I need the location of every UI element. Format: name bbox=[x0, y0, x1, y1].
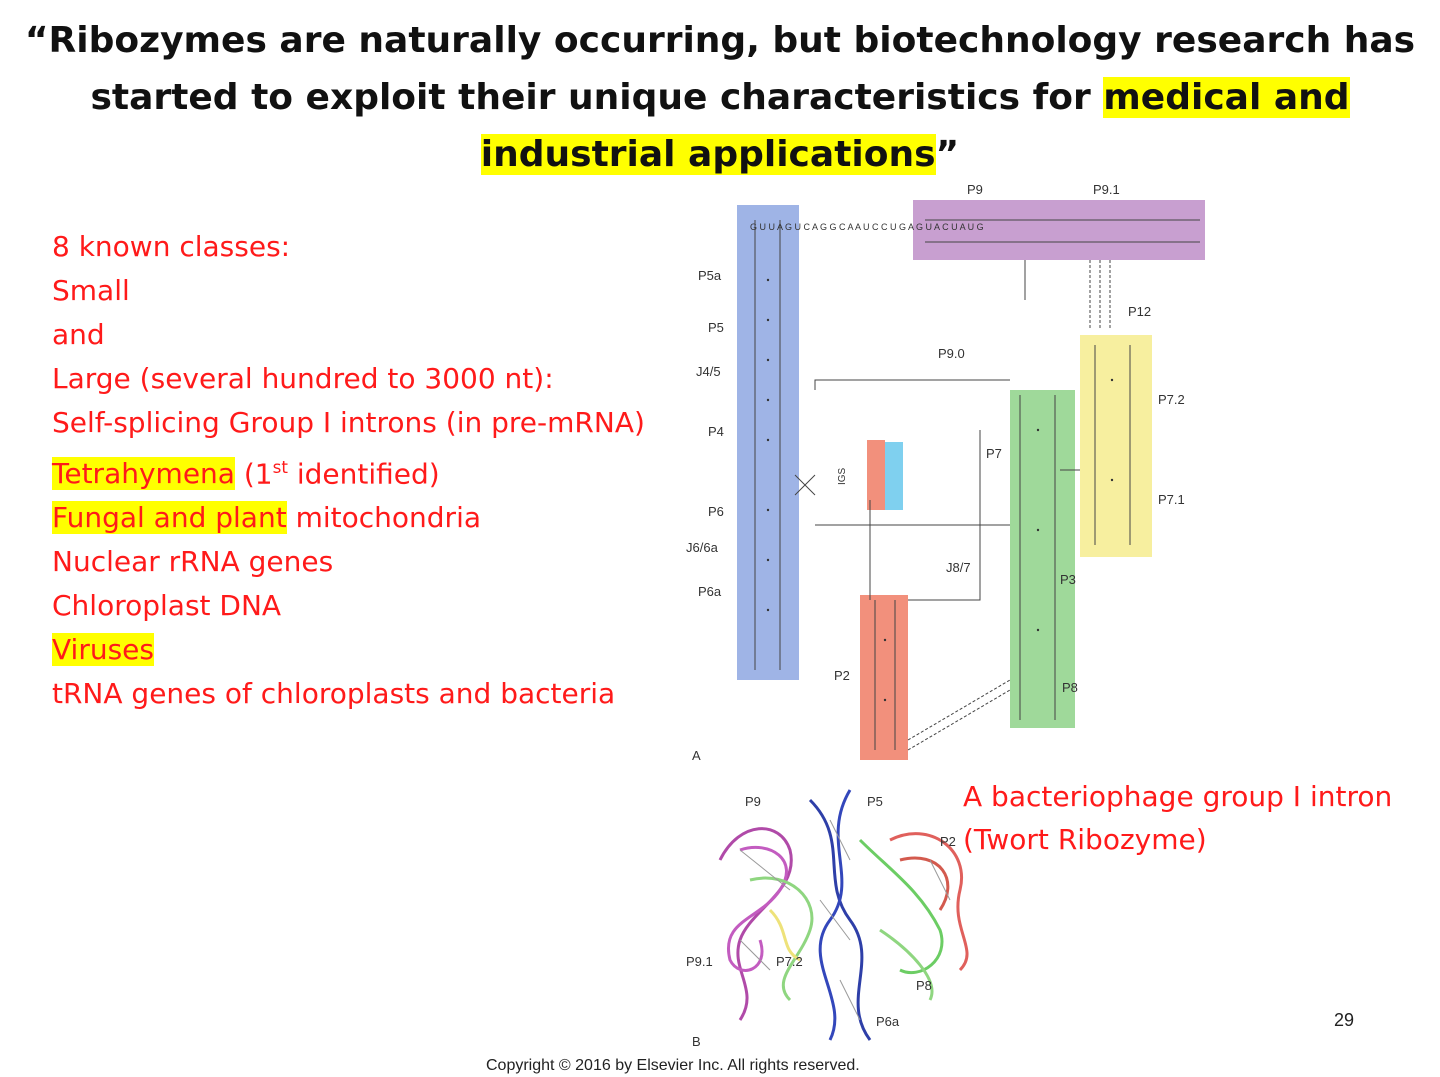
label-p6: P6 bbox=[708, 504, 724, 519]
label-p2: P2 bbox=[834, 668, 850, 683]
ribozyme-class-list: 8 known classes: Small and Large (severa… bbox=[52, 225, 645, 716]
label-b-p6a: P6a bbox=[876, 1014, 900, 1029]
panel-label-b: B bbox=[692, 1034, 701, 1049]
list-item: 8 known classes: bbox=[52, 230, 291, 263]
label-b-p9-1: P9.1 bbox=[686, 954, 713, 969]
label-p7: P7 bbox=[986, 446, 1002, 461]
list-item: Tetrahymena (1st identified) bbox=[52, 445, 645, 496]
label-p4: P4 bbox=[708, 424, 724, 439]
group-i-intron-3d-structure: P9 P5 P2 P9.1 P7.2 P8 P6a B bbox=[686, 789, 969, 1049]
list-item-text: (1 bbox=[234, 457, 273, 491]
page-number: 29 bbox=[1334, 1010, 1355, 1030]
label-p6a: P6a bbox=[698, 584, 722, 599]
list-item: Fungal and plant mitochondria bbox=[52, 496, 645, 540]
svg-text:G U U A G U C A G G C A A U C: G U U A G U C A G G C A A U C C U G A G … bbox=[750, 222, 984, 232]
label-j8-7: J8/7 bbox=[946, 560, 971, 575]
p7-p3-p8-box bbox=[1010, 390, 1075, 728]
p9-box bbox=[913, 200, 1205, 260]
caption-line: (Twort Ribozyme) bbox=[963, 823, 1207, 856]
label-p7-2: P7.2 bbox=[1158, 392, 1185, 407]
label-b-p9: P9 bbox=[745, 794, 761, 809]
igs-red-box bbox=[867, 440, 885, 510]
label-j6-6a: J6/6a bbox=[686, 540, 719, 555]
list-item: and bbox=[52, 318, 105, 351]
list-item: Small bbox=[52, 274, 130, 307]
label-p3: P3 bbox=[1060, 572, 1076, 587]
list-item: Viruses bbox=[52, 628, 645, 672]
highlight-fungal-plant: Fungal and plant bbox=[52, 501, 287, 535]
figure-caption: A bacteriophage group I intron (Twort Ri… bbox=[963, 775, 1392, 861]
label-b-p8: P8 bbox=[916, 978, 932, 993]
label-p7-1: P7.1 bbox=[1158, 492, 1185, 507]
list-item: Large (several hundred to 3000 nt): bbox=[52, 362, 554, 395]
caption-line: A bacteriophage group I intron bbox=[963, 780, 1393, 813]
list-item: tRNA genes of chloroplasts and bacteria bbox=[52, 677, 616, 711]
highlight-viruses: Viruses bbox=[52, 633, 154, 667]
p2-box bbox=[860, 595, 908, 760]
p7-2-box bbox=[1080, 335, 1152, 557]
list-item-text: mitochondria bbox=[286, 501, 482, 535]
label-p5a: P5a bbox=[698, 268, 722, 283]
title-closing-quote: ” bbox=[935, 134, 960, 175]
list-item: Chloroplast DNA bbox=[52, 589, 282, 623]
panel-label-a: A bbox=[692, 748, 701, 763]
list-item: Self-splicing Group I introns (in pre-mR… bbox=[52, 406, 645, 439]
label-b-p2: P2 bbox=[940, 834, 956, 849]
group-i-intron-secondary-structure: G U U A G U C A G G C A A U C C U G A G … bbox=[686, 182, 1205, 763]
label-j4-5: J4/5 bbox=[696, 364, 721, 379]
label-b-p7-2: P7.2 bbox=[776, 954, 803, 969]
slide-title: “Ribozymes are naturally occurring, but … bbox=[20, 12, 1420, 183]
label-b-p5: P5 bbox=[867, 794, 883, 809]
highlight-tetrahymena: Tetrahymena bbox=[52, 457, 235, 491]
label-p9-1: P9.1 bbox=[1093, 182, 1120, 197]
label-p8: P8 bbox=[1062, 680, 1078, 695]
label-p5: P5 bbox=[708, 320, 724, 335]
label-igs: IGS bbox=[837, 467, 848, 485]
label-p9: P9 bbox=[967, 182, 983, 197]
label-p12: P12 bbox=[1128, 304, 1151, 319]
title-text: “Ribozymes are naturally occurring, but … bbox=[24, 20, 1416, 118]
superscript: st bbox=[272, 457, 288, 477]
p5-p6-box bbox=[737, 205, 799, 680]
label-p9-0: P9.0 bbox=[938, 346, 965, 361]
list-item-text: identified) bbox=[287, 457, 440, 491]
igs-blue-box bbox=[885, 442, 903, 510]
copyright-notice: Copyright © 2016 by Elsevier Inc. All ri… bbox=[486, 1057, 860, 1074]
list-item: Nuclear rRNA genes bbox=[52, 545, 334, 579]
